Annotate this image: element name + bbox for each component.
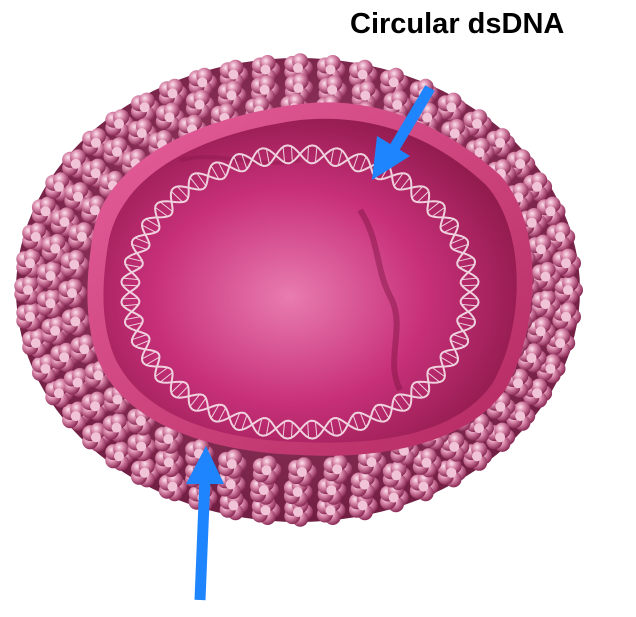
dna-base-pair — [122, 285, 138, 286]
dna-base-pair — [462, 298, 478, 299]
dna-base-pair — [122, 298, 138, 299]
dna-base-pair — [462, 285, 478, 286]
